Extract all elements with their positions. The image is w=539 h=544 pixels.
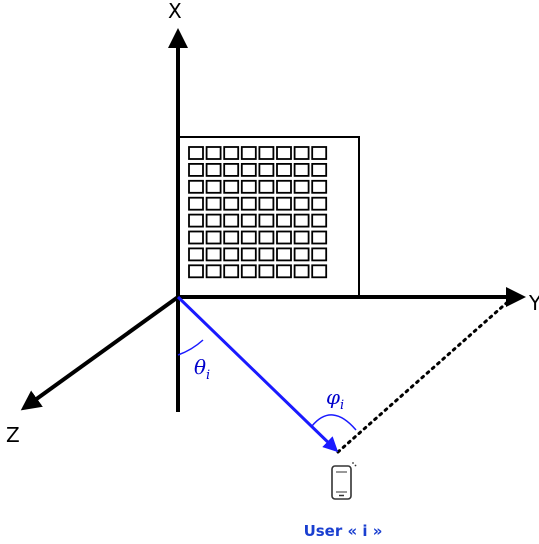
antenna-element [293,264,310,279]
antenna-element [188,264,204,279]
antenna-element [258,264,275,279]
antenna-element [223,196,240,211]
antenna-element [276,247,292,262]
antenna-element [205,213,222,228]
antenna-element-grid [188,146,328,279]
antenna-element [311,264,328,279]
antenna-array [177,136,360,298]
antenna-element [240,213,257,228]
antenna-element [276,162,292,177]
antenna-element [188,162,204,177]
user-label: User « i » [304,522,383,540]
antenna-element [258,230,275,245]
projection-dotted-line [336,297,513,454]
antenna-element [258,247,275,262]
y-axis-label: Y [528,291,539,315]
antenna-element [276,213,292,228]
antenna-element [205,264,222,279]
antenna-element [311,247,328,262]
z-axis [20,295,180,411]
antenna-element [223,230,240,245]
antenna-element [311,146,328,160]
antenna-element [240,146,257,160]
antenna-element [276,146,292,160]
antenna-element [205,162,222,177]
antenna-element [188,213,204,228]
antenna-element [205,230,222,245]
phi-angle-arc [311,414,357,431]
antenna-element [311,230,328,245]
antenna-element [223,179,240,194]
antenna-element [258,196,275,211]
antenna-element [293,162,310,177]
theta-angle-arc [177,339,204,356]
antenna-element [258,162,275,177]
antenna-element [276,179,292,194]
antenna-element [188,230,204,245]
antenna-element [276,196,292,211]
antenna-element [311,196,328,211]
antenna-element [276,264,292,279]
antenna-element [240,196,257,211]
antenna-element [223,162,240,177]
antenna-element [240,230,257,245]
antenna-element [188,179,204,194]
user-direction-vector [176,295,339,453]
antenna-element [240,264,257,279]
antenna-element [223,146,240,160]
antenna-element [293,230,310,245]
antenna-element [240,162,257,177]
x-axis-label: X [168,0,182,23]
antenna-element [240,247,257,262]
antenna-element [188,196,204,211]
antenna-element [205,146,222,160]
phi-angle-label: φi [326,385,344,413]
antenna-element [223,264,240,279]
antenna-element [205,247,222,262]
antenna-element [240,179,257,194]
z-axis-label: Z [6,423,20,447]
antenna-element [223,213,240,228]
antenna-element [258,146,275,160]
antenna-element [311,162,328,177]
antenna-element [258,213,275,228]
antenna-element [258,179,275,194]
antenna-element [293,247,310,262]
smartphone-icon [331,462,357,500]
theta-angle-label: θi [194,355,210,383]
antenna-element [223,247,240,262]
antenna-element [188,146,204,160]
antenna-element [205,179,222,194]
antenna-element [293,196,310,211]
antenna-element [205,196,222,211]
antenna-element [293,179,310,194]
antenna-element [311,179,328,194]
antenna-element [276,230,292,245]
antenna-element [293,213,310,228]
antenna-element [188,247,204,262]
antenna-element [311,213,328,228]
antenna-element [293,146,310,160]
